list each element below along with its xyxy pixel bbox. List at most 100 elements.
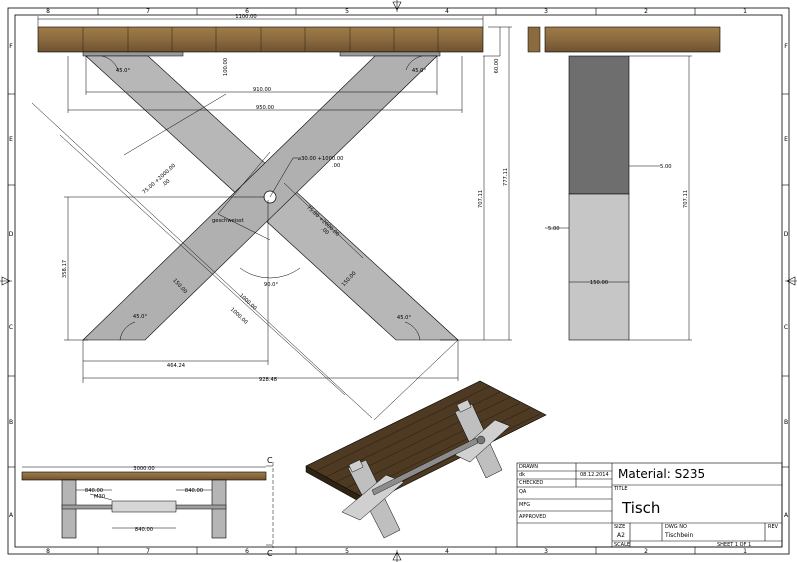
iso-tie-rod bbox=[371, 437, 479, 496]
tb-sheet: SHEET 1 OF 1 bbox=[717, 542, 752, 548]
tb-title: Tisch bbox=[622, 499, 661, 517]
dim-height-total: 777.11 bbox=[503, 168, 509, 186]
bottom-view: 3000.00 840.00 840.00 840.00 M30 C C bbox=[21, 456, 274, 558]
iso-table-top bbox=[305, 380, 547, 503]
dim-side-t1: 5.00 bbox=[660, 164, 672, 170]
side-leg-upper bbox=[568, 55, 630, 195]
zone-label: 6 bbox=[245, 8, 249, 15]
zone-label: 7 bbox=[146, 548, 150, 555]
section-label-top: C bbox=[267, 456, 273, 465]
dim-span-910: 910.00 bbox=[253, 87, 271, 93]
dim-side-w: 150.00 bbox=[590, 280, 608, 286]
side-view: 5.00 5.00 150.00 707.11 bbox=[527, 26, 721, 341]
side-dimension-texts: 5.00 5.00 150.00 707.11 bbox=[548, 164, 689, 286]
tb-approved-label: APPROVED bbox=[519, 514, 547, 520]
zone-label: 8 bbox=[46, 8, 50, 15]
dim-angle-45-tl: 45.0° bbox=[116, 68, 131, 74]
zone-label: 8 bbox=[46, 548, 50, 555]
zone-label: 1 bbox=[743, 548, 747, 555]
tb-title-label: TITLE bbox=[614, 486, 628, 492]
iso-plate-b bbox=[456, 399, 472, 413]
zone-label: E bbox=[9, 136, 13, 143]
dim-diag-1000b: 1000.00 bbox=[229, 307, 249, 326]
dim-side-t2: 5.00 bbox=[548, 226, 560, 232]
dim-top-height: 60.00 bbox=[494, 59, 500, 74]
dim-bottom-thread: M30 bbox=[94, 494, 105, 500]
zone-label: F bbox=[784, 43, 788, 50]
side-dimension-lines bbox=[545, 55, 692, 341]
weld-note: geschweisst bbox=[212, 218, 244, 224]
bottom-dimension-lines bbox=[22, 462, 274, 548]
dim-height-leg: 707.11 bbox=[478, 190, 484, 208]
front-table-top bbox=[37, 26, 484, 53]
dim-side-h: 707.11 bbox=[683, 190, 689, 208]
tb-dwg-label: DWG NO bbox=[665, 524, 687, 530]
dim-leg-diag-a-tol: .00 bbox=[161, 178, 171, 188]
isometric-view bbox=[305, 380, 547, 539]
tb-mfg-label: MFG bbox=[519, 502, 531, 508]
dim-leg-diag-b-tol: .00 bbox=[320, 226, 330, 236]
tb-size-label: SIZE bbox=[614, 524, 626, 530]
tb-drawn-label: DRAWN bbox=[519, 464, 538, 470]
zone-label: 2 bbox=[644, 8, 648, 15]
zone-label: F bbox=[9, 43, 13, 50]
dim-bottom-right-840: 840.00 bbox=[185, 488, 203, 494]
dim-span-950: 950.00 bbox=[256, 105, 274, 111]
zone-label: E bbox=[784, 136, 788, 143]
side-top-break-l bbox=[527, 26, 541, 53]
zone-label: 6 bbox=[245, 548, 249, 555]
zone-label: D bbox=[784, 231, 789, 238]
zone-label: A bbox=[784, 512, 789, 519]
dim-width: 1100.00 bbox=[235, 14, 256, 20]
bottom-turnbuckle bbox=[111, 500, 177, 513]
tb-dwg-no: Tischbein bbox=[665, 532, 694, 539]
zone-label: 4 bbox=[445, 8, 449, 15]
zone-labels-right: F E D C B A bbox=[784, 43, 789, 519]
front-plate-left bbox=[82, 51, 184, 57]
zone-label: 3 bbox=[544, 548, 548, 555]
zone-label: 4 bbox=[445, 548, 449, 555]
side-leg-lower bbox=[568, 193, 630, 341]
dim-bottom-left-840: 840.00 bbox=[85, 488, 103, 494]
tb-size: A2 bbox=[617, 532, 625, 539]
front-plate-right bbox=[339, 51, 441, 57]
zone-label: B bbox=[9, 419, 13, 426]
zone-label: C bbox=[784, 324, 788, 331]
inner-border bbox=[14, 14, 783, 548]
dim-bottom-mid-840: 840.00 bbox=[135, 527, 153, 533]
dim-hole-tol: .00 bbox=[332, 163, 340, 169]
section-label-bottom: C bbox=[267, 549, 273, 558]
front-view: 1100.00 100.00 60.00 910.00 950.00 777.1… bbox=[31, 14, 512, 421]
dim-hole: ⌀30.00 +1000.00 bbox=[298, 156, 343, 162]
iso-plate-a bbox=[348, 459, 364, 473]
zone-label: 7 bbox=[146, 8, 150, 15]
zone-label: 1 bbox=[743, 8, 747, 15]
zone-label: 5 bbox=[345, 548, 349, 555]
zone-labels-left: F E D C B A bbox=[9, 43, 14, 519]
zone-labels-bottom: 8 7 6 5 4 3 2 1 bbox=[46, 548, 747, 555]
zone-label: 3 bbox=[544, 8, 548, 15]
dim-half-w: 464.24 bbox=[167, 363, 186, 369]
iso-hub bbox=[476, 435, 486, 445]
bottom-table-top bbox=[21, 471, 267, 481]
tb-drawn-by: dk bbox=[519, 472, 526, 478]
side-table-top bbox=[544, 26, 721, 53]
dim-angle-90: 90.0° bbox=[264, 282, 279, 288]
tb-date: 08.12.2014 bbox=[580, 472, 609, 478]
tb-material: Material: S235 bbox=[618, 467, 706, 481]
tb-scale-label: SCALE bbox=[614, 542, 631, 548]
dim-leg-diag-a: 75.00 +2000.00 bbox=[142, 163, 177, 196]
tb-qa-label: QA bbox=[519, 489, 527, 495]
zone-label: B bbox=[784, 419, 788, 426]
zone-label: 5 bbox=[345, 8, 349, 15]
dim-angle-45-br: 45.0° bbox=[397, 315, 412, 321]
zone-label: A bbox=[9, 512, 14, 519]
zone-label: C bbox=[9, 324, 13, 331]
dim-diag-1000a: 1000.00 bbox=[238, 293, 258, 312]
title-block-frame bbox=[516, 462, 783, 548]
dim-angle-45-bl: 45.0° bbox=[133, 314, 148, 320]
zone-label: 2 bbox=[644, 548, 648, 555]
front-top-joints bbox=[82, 27, 439, 52]
